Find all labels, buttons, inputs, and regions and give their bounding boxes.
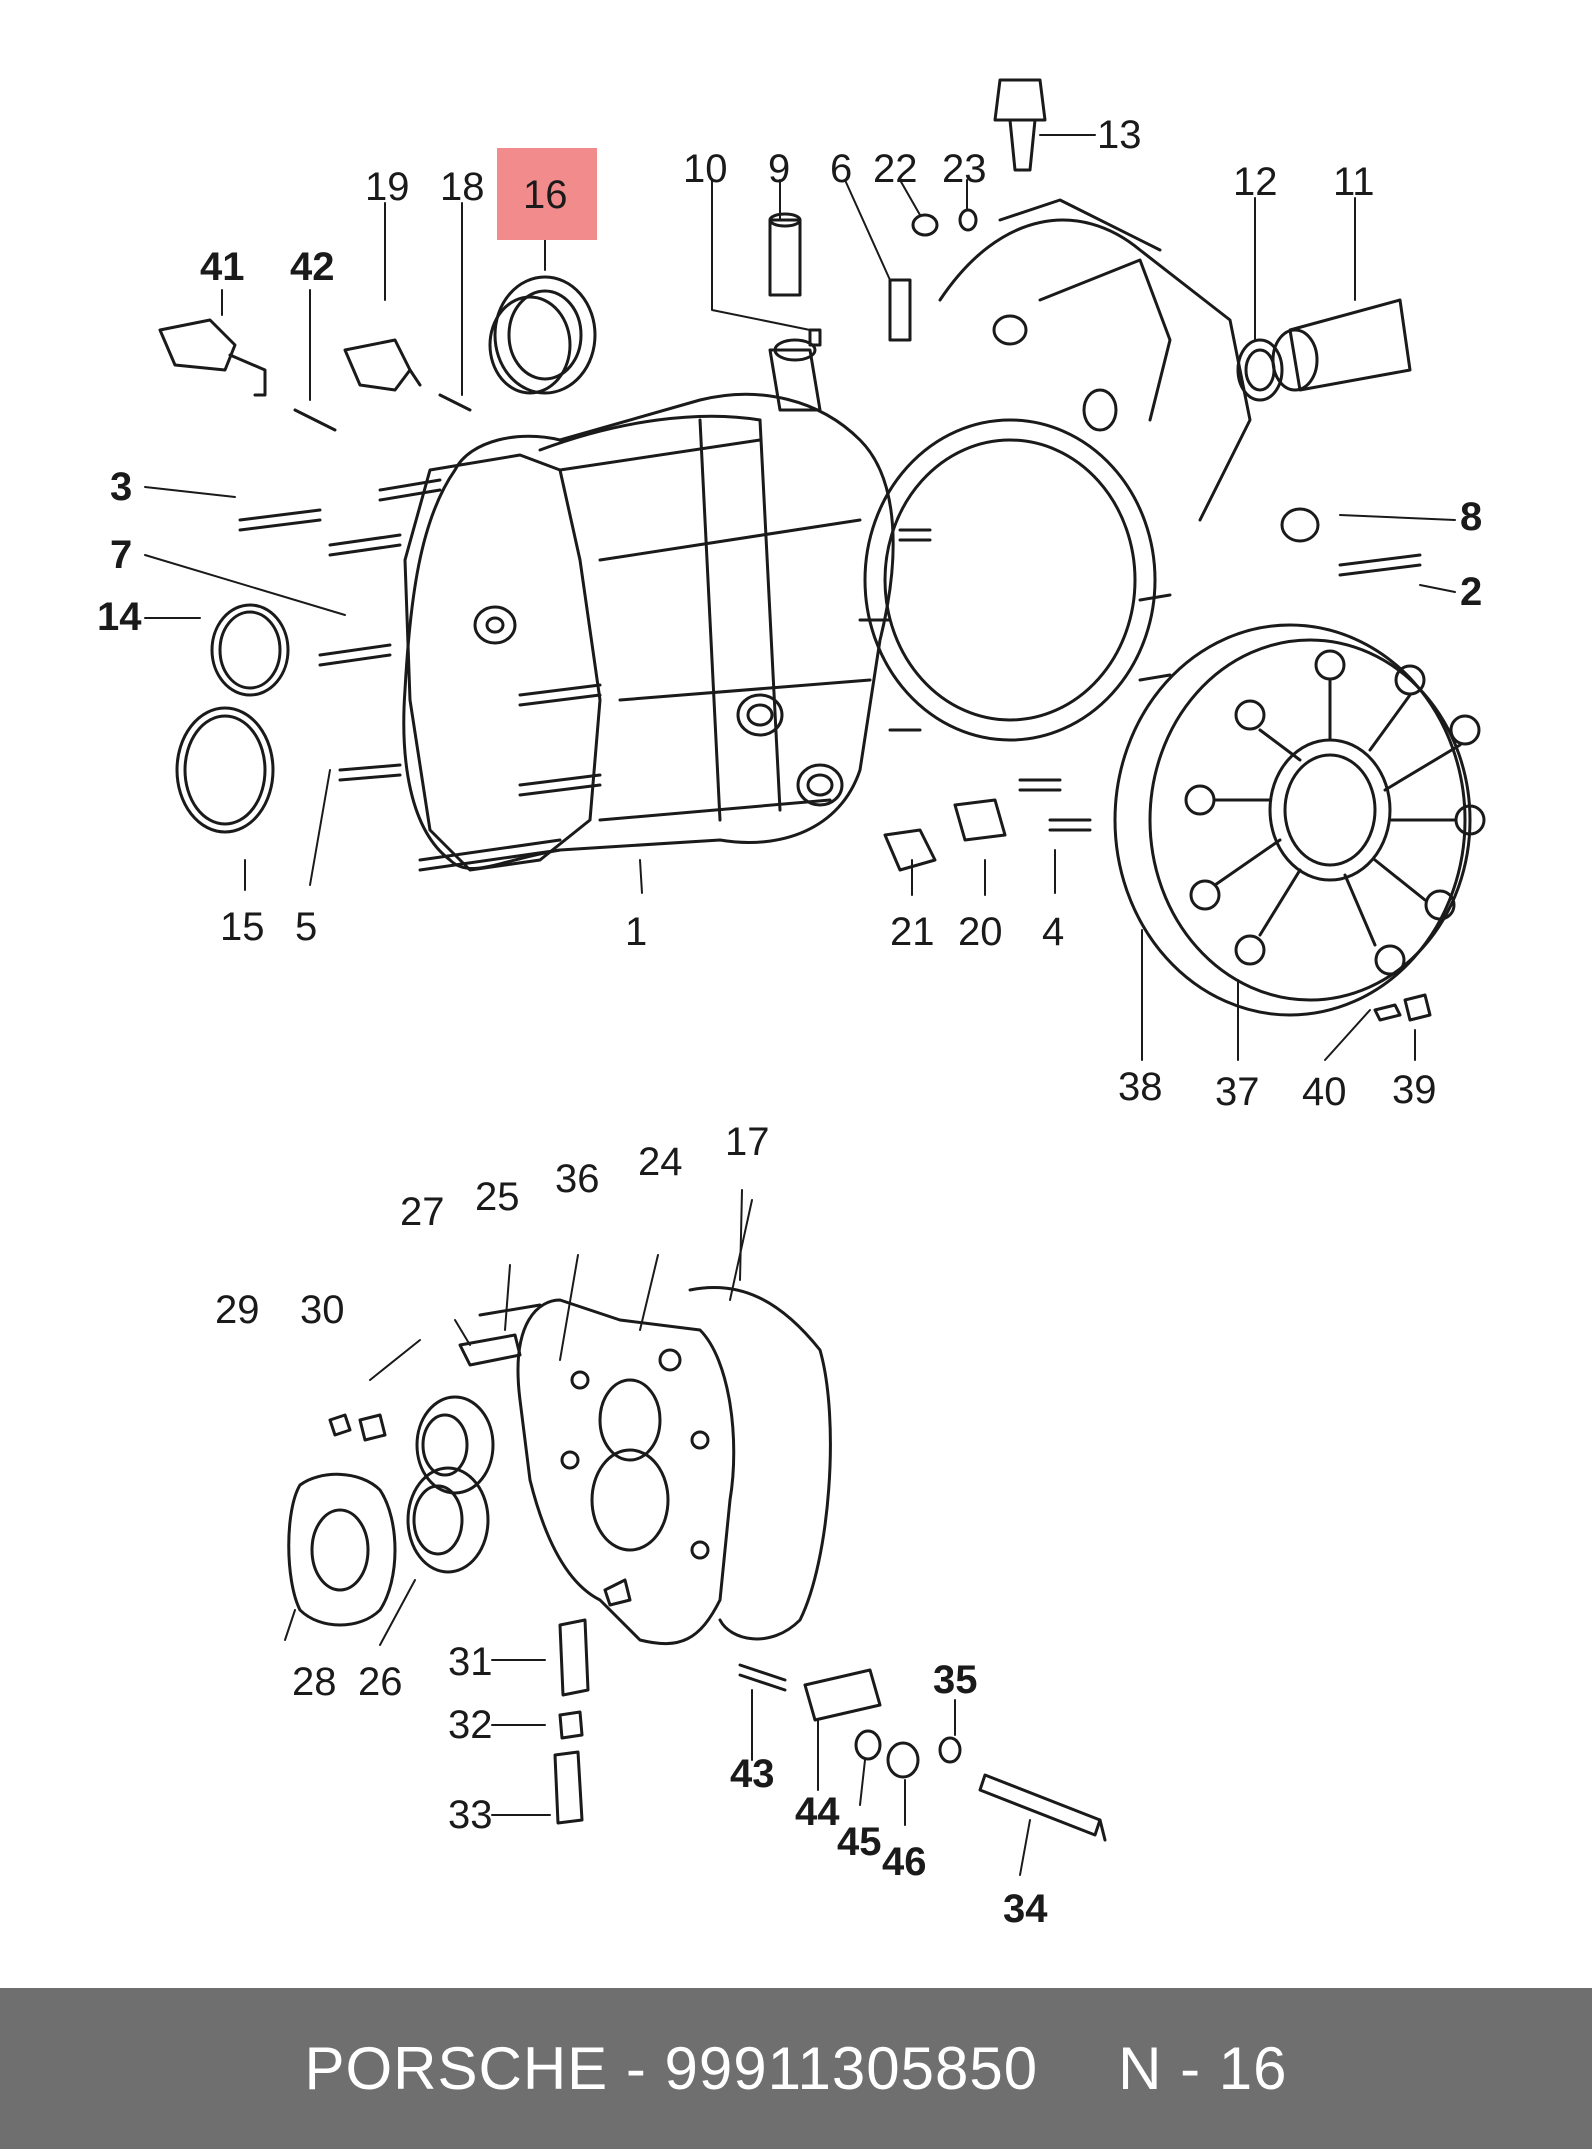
diagram-reference: N - 16 (1118, 2035, 1288, 2102)
callout-11: 11 (1333, 160, 1375, 204)
callout-14: 14 (97, 595, 142, 639)
callout-20: 20 (958, 910, 1003, 954)
exploded-parts-diagram: 1 2 3 4 5 6 7 8 9 10 11 12 13 14 15 16 1… (97, 78, 1486, 1931)
brand-name: PORSCHE (304, 2035, 609, 2102)
transmission-housing (238, 198, 1422, 872)
part-number: 99911305850 (664, 2035, 1039, 2102)
callout-16: 16 (523, 173, 568, 217)
side-cover (1113, 623, 1486, 1017)
snap-rings (175, 603, 290, 834)
callout-1: 1 (625, 910, 647, 954)
callout-15: 15 (220, 905, 265, 949)
callout-40: 40 (1302, 1070, 1347, 1114)
callout-23: 23 (942, 147, 987, 191)
callout-35: 35 (933, 1658, 978, 1702)
callout-18: 18 (440, 165, 485, 209)
callout-28: 28 (292, 1660, 337, 1704)
highlight-box (497, 148, 597, 240)
callout-5: 5 (295, 905, 317, 949)
callout-46: 46 (882, 1840, 927, 1884)
callout-42: 42 (290, 245, 335, 289)
callout-13: 13 (1097, 113, 1142, 157)
callout-8: 8 (1460, 495, 1482, 539)
callout-6: 6 (830, 147, 852, 191)
leader-lines (144, 134, 1456, 1876)
callout-25: 25 (475, 1175, 520, 1219)
bearings-lower (287, 1303, 542, 1627)
callout-29: 29 (215, 1288, 260, 1332)
callout-7: 7 (110, 533, 132, 577)
callout-37: 37 (1215, 1070, 1260, 1114)
callout-38: 38 (1118, 1065, 1163, 1109)
callout-27: 27 (400, 1190, 445, 1234)
callout-45: 45 (837, 1820, 882, 1864)
oil-seal-part-16 (488, 275, 597, 395)
callout-3: 3 (110, 465, 132, 509)
callout-19: 19 (365, 165, 410, 209)
intermediate-plate (516, 1286, 832, 1646)
callout-31: 31 (448, 1640, 493, 1684)
small-parts-top (768, 78, 1432, 1022)
callout-34: 34 (1003, 1887, 1048, 1931)
callout-39: 39 (1392, 1068, 1437, 1112)
callout-4: 4 (1042, 910, 1064, 954)
callout-10: 10 (683, 147, 728, 191)
sensors (158, 318, 472, 432)
callout-21: 21 (890, 910, 935, 954)
callout-labels: 1 2 3 4 5 6 7 8 9 10 11 12 13 14 15 16 1… (97, 113, 1482, 1931)
callout-12: 12 (1233, 160, 1278, 204)
separator: - (608, 2035, 665, 2102)
callout-24: 24 (638, 1140, 683, 1184)
part-info-bar: PORSCHE - 99911305850 N - 16 (0, 1988, 1592, 2149)
callout-36: 36 (555, 1157, 600, 1201)
callout-17: 17 (725, 1120, 770, 1164)
callout-44: 44 (795, 1790, 840, 1834)
callout-33: 33 (448, 1793, 493, 1837)
callout-30: 30 (300, 1288, 345, 1332)
callout-2: 2 (1460, 570, 1482, 614)
callout-41: 41 (200, 245, 245, 289)
callout-9: 9 (768, 147, 790, 191)
callout-32: 32 (448, 1703, 493, 1747)
small-parts-bottom (553, 1618, 1107, 1842)
callout-22: 22 (873, 147, 918, 191)
callout-26: 26 (358, 1660, 403, 1704)
callout-43: 43 (730, 1752, 775, 1796)
